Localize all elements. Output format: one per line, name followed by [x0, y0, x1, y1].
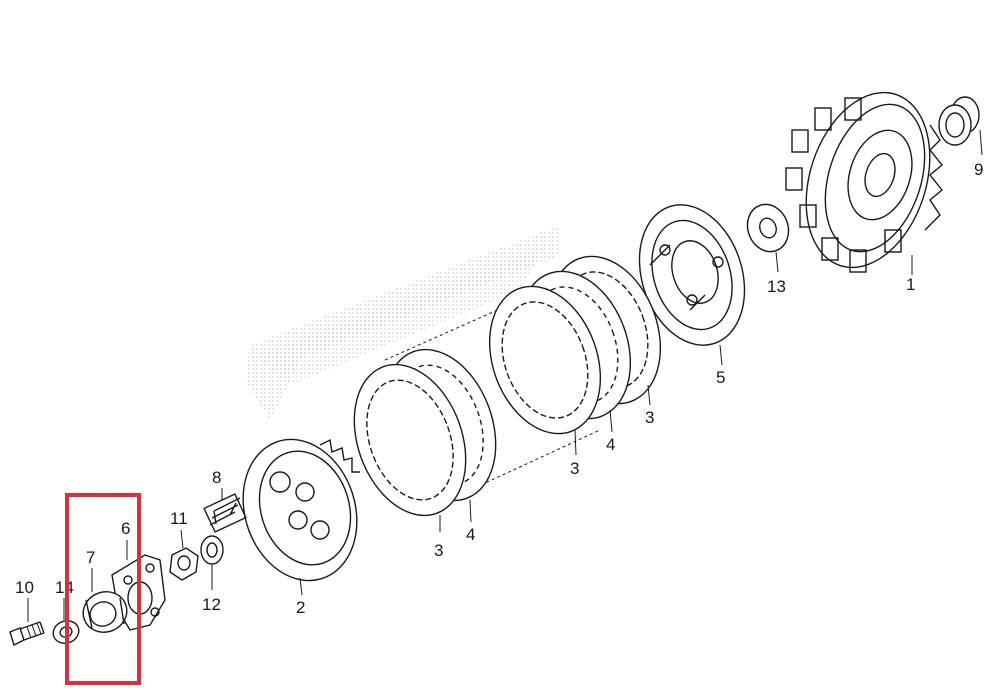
callout-3-front: 3 [434, 541, 443, 560]
part-7-bearing [82, 591, 128, 633]
highlight-box [65, 493, 141, 685]
part-10-bolt [9, 621, 45, 646]
callout-10: 10 [15, 578, 34, 597]
callout-8: 8 [212, 468, 221, 487]
callout-7: 7 [86, 548, 95, 567]
callout-11: 11 [170, 509, 188, 528]
plate-guide-lines [384, 299, 601, 491]
plate-stack-rear [488, 255, 662, 435]
leader-9 [979, 129, 983, 156]
part-13-thrust-washer [746, 203, 790, 253]
part-12-washer [200, 535, 224, 565]
callout-14: 14 [55, 578, 74, 597]
callout-3-rear: 3 [645, 408, 654, 427]
callout-2: 2 [296, 598, 305, 617]
leader-2 [299, 577, 303, 596]
callout-5: 5 [716, 368, 725, 387]
leader-5 [719, 344, 723, 366]
leader-3-rear [647, 384, 651, 406]
part-11-lock-nut [169, 547, 199, 581]
leader-3-mid [574, 429, 577, 456]
part-1-clutch-outer [785, 91, 943, 273]
callout-6: 6 [121, 519, 130, 538]
part-8-spring [203, 493, 247, 533]
leader-11 [180, 529, 184, 549]
callout-4-rear: 4 [606, 435, 615, 454]
callout-3-mid: 3 [570, 459, 579, 478]
leader-13 [775, 251, 779, 273]
part-9-collar [938, 96, 980, 146]
part-2-pressure-plate [242, 438, 360, 582]
leader-4-rear [609, 409, 613, 433]
leader-4-front [469, 499, 472, 523]
callout-1: 1 [906, 275, 915, 294]
plate-stack-front [353, 348, 497, 517]
callout-9: 9 [974, 160, 983, 179]
part-5-clutch-center [638, 204, 746, 346]
callout-4-front: 4 [466, 525, 475, 544]
shaded-background-band-lower [255, 245, 545, 385]
callout-13: 13 [767, 277, 786, 296]
callout-12: 12 [202, 595, 221, 614]
